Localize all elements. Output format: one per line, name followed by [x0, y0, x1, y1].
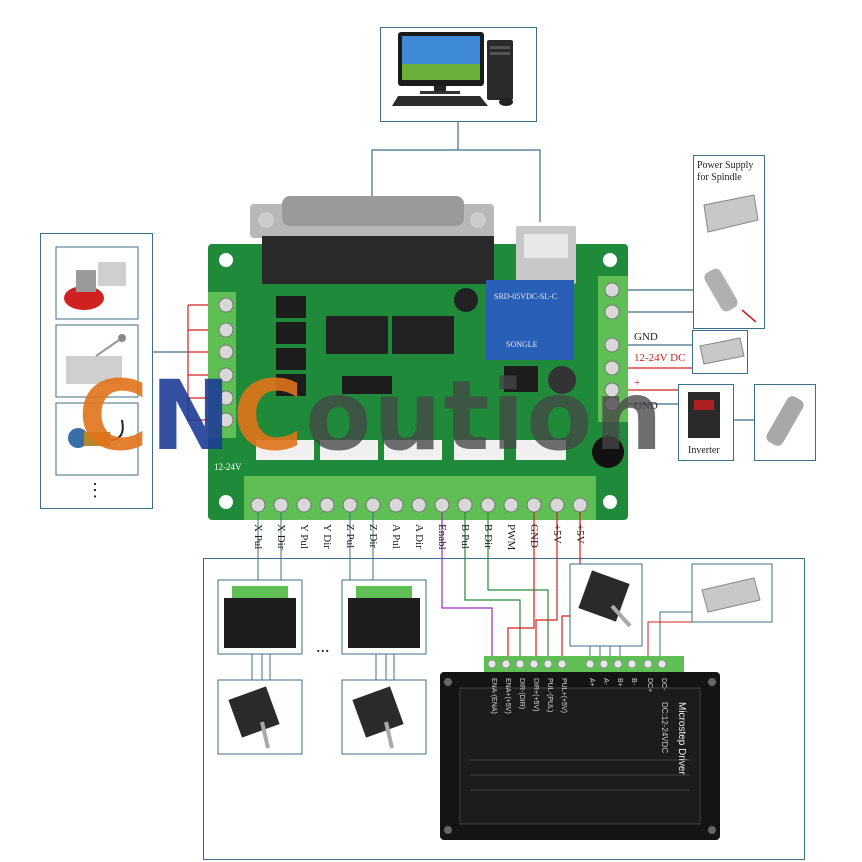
terminal-label-b-pul: B Pul — [459, 524, 471, 549]
ellipsis-bottom: ... — [316, 636, 330, 656]
driver-power-supply-icon — [647, 563, 773, 660]
driver-voltage: DC:12-24VDC — [660, 702, 669, 754]
terminal-label-x-pul: X Pul — [252, 524, 264, 550]
driver-pin-a-plus: A+ — [588, 678, 595, 687]
terminal-label-5v-2: +5V — [574, 524, 586, 544]
microstep-driver — [440, 656, 720, 840]
small-driver-1 — [217, 579, 303, 655]
terminal-label-z-dir: Z Dir — [367, 524, 379, 549]
terminal-label-b-dir: B Dir — [482, 524, 494, 549]
switch-wires — [187, 304, 210, 421]
bottom-terminal-screws — [250, 497, 588, 513]
terminal-label-5v-1: +5V — [551, 524, 563, 544]
emergency-stop-icon — [55, 246, 139, 320]
driver-pin-dc-plus: DC+ — [646, 678, 653, 693]
spindle-power-supply-icon — [703, 194, 759, 323]
terminal-label-y-dir: Y Dir — [321, 524, 333, 549]
relay-brand: SONGLE — [506, 340, 538, 349]
power-supply-spindle-label: Power Supply for Spindle — [697, 160, 754, 183]
driver-pin-pul-minus: PUL-(PUL) — [546, 678, 553, 713]
inverter-icon — [688, 392, 720, 438]
stepper-motor-icon — [569, 563, 643, 660]
ellipsis-left: ⋮ — [86, 480, 104, 500]
spindle-supply-box — [693, 155, 765, 329]
terminal-label-x-dir: X Dir — [275, 524, 287, 550]
plus-label: + — [634, 377, 641, 389]
small-motor-2 — [341, 654, 427, 755]
driver-title: Microstep Driver — [676, 702, 687, 775]
computer-icon — [392, 32, 513, 106]
gnd-wire — [507, 512, 535, 660]
spindle-motor-icon — [766, 396, 804, 446]
driver-pin-a-minus: A- — [602, 678, 609, 685]
driver-pin-dir-minus: DIR-(DIR) — [518, 678, 525, 710]
driver-pin-dc-minus: DC- — [660, 678, 667, 691]
driver-pin-b-minus: B- — [630, 678, 637, 685]
terminal-label-gnd: GND — [528, 524, 540, 548]
small-motor-1 — [217, 654, 303, 755]
bdir-wire — [487, 512, 549, 660]
gnd-label-top: GND — [634, 331, 658, 343]
bpul-wire — [464, 512, 521, 660]
dc-voltage-label: 12-24V DC — [634, 352, 686, 364]
proximity-sensor-icon — [55, 402, 139, 476]
limit-switch-icon — [55, 324, 139, 398]
enable-wire — [441, 512, 493, 660]
terminal-label-a-dir: A Dir — [413, 524, 425, 549]
connection-lines — [153, 122, 754, 421]
driver-pin-b-plus: B+ — [616, 678, 623, 687]
driver-pin-ena-plus: ENA+(+5V) — [504, 678, 511, 714]
plus5v-wire-1 — [535, 512, 558, 660]
dc-power-supply-icon — [699, 337, 745, 365]
left-terminal-screws — [218, 297, 234, 428]
relay-text: SRD-05VDC-SL-C — [494, 292, 558, 301]
terminal-label-enable: Enabl — [436, 524, 448, 550]
terminal-label-y-pul: Y Pul — [298, 524, 310, 549]
small-driver-2 — [341, 579, 427, 655]
breakout-board — [208, 196, 628, 520]
right-terminal-screws — [604, 282, 620, 412]
driver-pin-dir-plus: DIR+(+5V) — [532, 678, 539, 712]
driver-pin-ena-minus: ENA-(ENA) — [490, 678, 497, 714]
board-voltage-label: 12-24V — [214, 462, 242, 472]
inverter-label: Inverter — [688, 445, 720, 456]
terminal-label-a-pul: A Pul — [390, 524, 402, 549]
gnd-label-bottom: GND — [634, 400, 658, 412]
driver-pin-pul-plus: PUL+(+5V) — [560, 678, 567, 714]
terminal-label-pwm: PWM — [505, 524, 517, 551]
terminal-label-z-pul: Z Pul — [344, 524, 356, 549]
